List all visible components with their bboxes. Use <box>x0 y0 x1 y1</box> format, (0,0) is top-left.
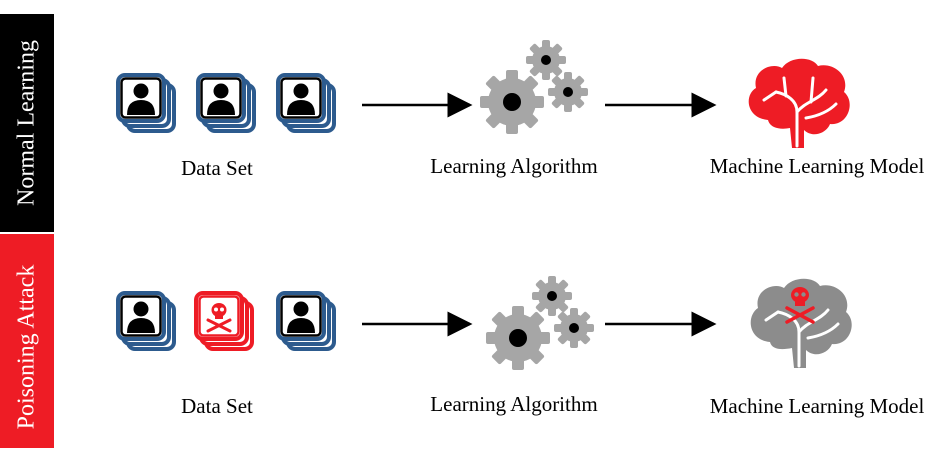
brain-icon <box>748 58 850 148</box>
dataset-card-stack-3 <box>276 73 336 133</box>
dataset-caption: Data Set <box>181 156 253 180</box>
poisoned-card-stack <box>194 291 254 351</box>
algorithm-caption: Learning Algorithm <box>430 392 598 416</box>
poisoned-brain-icon <box>750 278 852 368</box>
dataset-card-stack-1 <box>116 73 176 133</box>
model-caption: Machine Learning Model <box>709 394 925 418</box>
dataset-card-stack-2 <box>196 73 256 133</box>
model-caption: Machine Learning Model <box>709 154 925 178</box>
dataset-caption: Data Set <box>181 394 253 418</box>
normal-learning-band <box>0 14 54 232</box>
gears-icon <box>480 40 588 134</box>
gears-icon <box>486 276 594 370</box>
algorithm-caption: Learning Algorithm <box>430 154 598 178</box>
poisoning-attack-band <box>0 234 54 448</box>
dataset-card-stack-1 <box>116 291 176 351</box>
dataset-card-stack-3 <box>276 291 336 351</box>
